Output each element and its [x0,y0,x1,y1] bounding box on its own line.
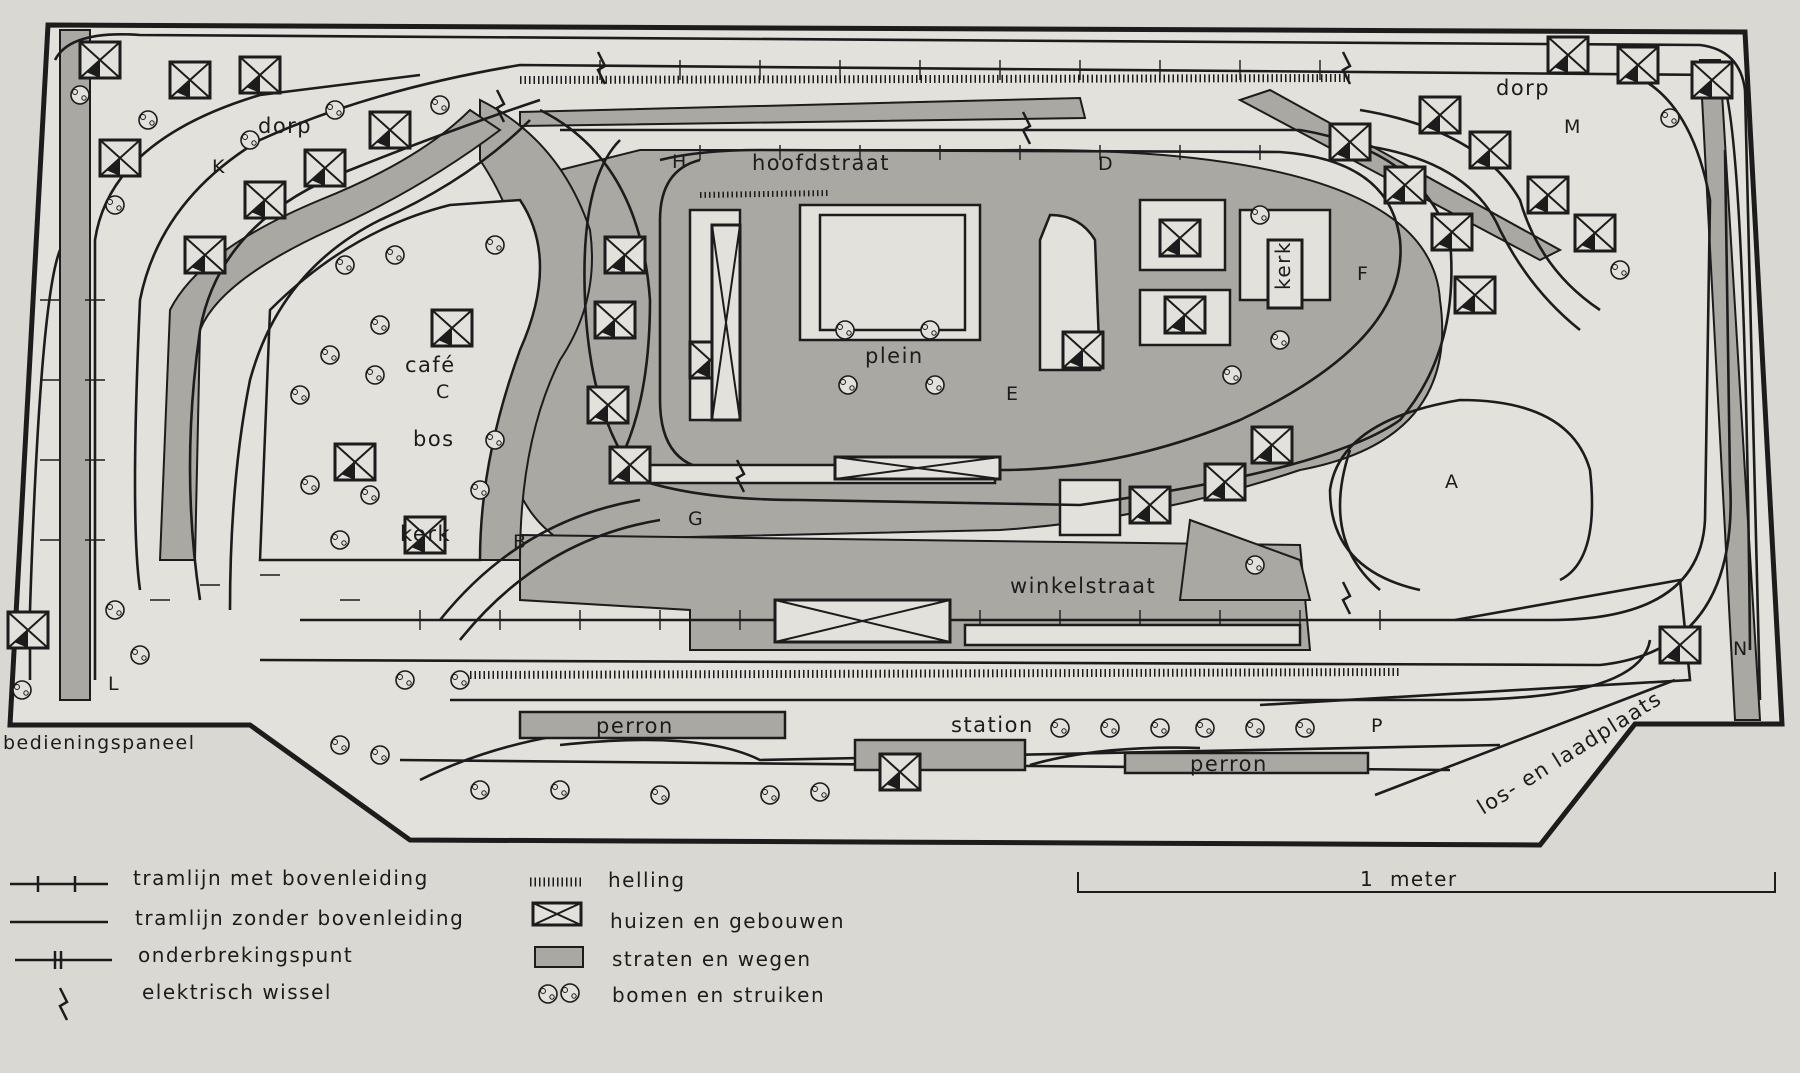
legend-electric-switch: elektrisch wissel [58,980,332,1021]
inner-blocks [258,198,1332,562]
tree-icon [538,983,580,1004]
label-L: L [108,673,120,695]
label-cafe: café [405,353,456,377]
label-M: M [1564,116,1582,138]
scale-bar: 1 meter [1077,867,1776,893]
svg-text:elektrisch wissel: elektrisch wissel [142,980,332,1004]
legend: tramlijn met bovenleiding tramlijn zonde… [10,866,845,1021]
label-H: H [672,151,688,173]
label-E: E [1006,383,1020,405]
label-D: D [1098,153,1114,175]
track-catenary-icon [10,876,108,892]
legend-track-plain: tramlijn zonder bovenleiding [10,906,464,930]
svg-text:tramlijn zonder bovenleiding: tramlijn zonder bovenleiding [135,906,464,930]
label-P: P [1371,715,1384,737]
large-halls [710,223,1304,644]
svg-text:onderbrekingspunt: onderbrekingspunt [138,943,353,967]
label-perron-right: perron [1190,752,1268,776]
label-kerk-right: kerk [1271,241,1295,290]
tracks [28,33,1762,797]
label-bedieningspaneel: bedieningspaneel [3,732,196,754]
label-N: N [1733,638,1749,660]
track-ties [40,60,1381,630]
label-kerk-left: kerk [400,522,451,546]
label-hoofdstraat: hoofdstraat [752,151,890,175]
electric-switch-icon [58,987,69,1021]
label-A: A [1445,471,1460,493]
legend-building: huizen en gebouwen [531,901,845,933]
building-icon [531,901,583,927]
svg-text:huizen en gebouwen: huizen en gebouwen [610,909,845,933]
label-G: G [688,508,704,530]
label-F: F [1357,263,1369,285]
legend-incline: helling [530,868,686,892]
scale-label: 1 meter [1360,867,1458,891]
legend-tree: bomen en struiken [538,983,825,1007]
label-bos: bos [413,427,455,451]
svg-text:bomen en struiken: bomen en struiken [612,983,825,1007]
platforms [518,463,1370,775]
label-dorp-left: dorp [258,114,312,138]
legend-isolation-point: onderbrekingspunt [15,943,353,969]
incline-hatching [469,74,1401,679]
label-plein: plein [865,344,924,368]
electric-switches [495,51,1352,615]
isolation-point-icon [15,951,112,969]
label-winkelstraat: winkelstraat [1010,574,1156,598]
street-icon [534,946,584,968]
legend-track-catenary: tramlijn met bovenleiding [10,866,429,892]
svg-text:tramlijn met bovenleiding: tramlijn met bovenleiding [133,866,429,890]
svg-text:helling: helling [608,868,686,892]
label-B: B [513,531,528,553]
label-station: station [951,713,1034,737]
label-K: K [212,156,226,178]
label-dorp-right: dorp [1496,76,1550,100]
legend-street: straten en wegen [534,946,812,971]
label-C: C [436,381,451,403]
label-perron-left: perron [596,714,674,738]
svg-text:straten en wegen: straten en wegen [612,947,812,971]
